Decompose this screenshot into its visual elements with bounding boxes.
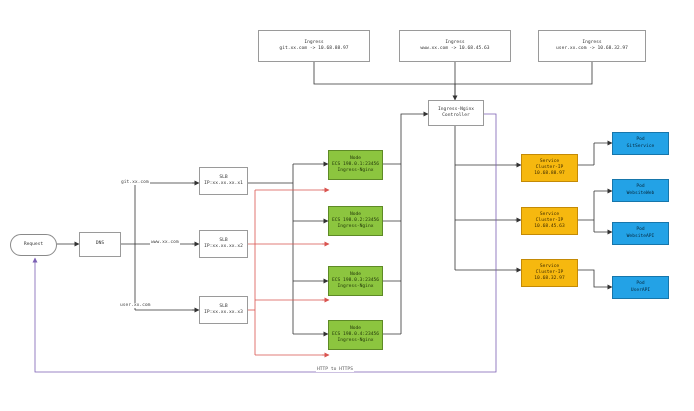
service-box: Service Cluster-IP 10.68.32.97 bbox=[521, 259, 578, 287]
ingress-rule-box: Ingress www.xx.com -> 10.68.45.63 bbox=[399, 30, 511, 62]
node-box: Node ECS 198.0.2:23456 Ingress-Nginx bbox=[328, 206, 383, 236]
node-ecs: ECS 198.0.2:23456 bbox=[331, 217, 380, 223]
slb-box: SLB IP:xx.xx.xx.x2 bbox=[199, 230, 248, 258]
node-ingress: Ingress-Nginx bbox=[337, 168, 374, 174]
node-title: Node bbox=[349, 211, 362, 217]
request-box: Request bbox=[10, 234, 57, 256]
service-box: Service Cluster-IP 10.68.88.97 bbox=[521, 154, 578, 182]
nodes-to-controller bbox=[383, 114, 428, 335]
service-title: Service bbox=[539, 263, 560, 269]
ingress-rule-box: Ingress user.xx.com -> 10.68.32.97 bbox=[538, 30, 646, 62]
request-label: Request bbox=[23, 241, 44, 247]
service-title: Service bbox=[539, 211, 560, 217]
service-type: Cluster-IP bbox=[535, 164, 564, 170]
service-type: Cluster-IP bbox=[535, 269, 564, 275]
domain-label-git: git.xx.com bbox=[120, 180, 150, 185]
slb-box: SLB IP:xx.xx.xx.x1 bbox=[199, 167, 248, 195]
service-box: Service Cluster-IP 10.68.45.63 bbox=[521, 207, 578, 235]
node-ingress: Ingress-Nginx bbox=[337, 224, 374, 230]
domain-label-www: www.xx.com bbox=[150, 240, 180, 245]
service-ip: 10.68.88.97 bbox=[534, 171, 565, 177]
controller-to-services bbox=[454, 126, 520, 271]
ingress-title: Ingress bbox=[445, 39, 465, 45]
slb-title: SLB bbox=[219, 237, 228, 243]
pod-box: Pod GitService bbox=[612, 132, 669, 155]
node-title: Node bbox=[349, 325, 362, 331]
ingress-rule: www.xx.com -> 10.68.45.63 bbox=[420, 46, 490, 51]
node-title: Node bbox=[349, 155, 362, 161]
pod-title: Pod bbox=[636, 137, 645, 143]
node-ecs: ECS 198.0.4:23456 bbox=[331, 331, 380, 337]
ingress-link-1 bbox=[313, 62, 458, 101]
pod-title: Pod bbox=[636, 184, 645, 190]
node-ecs: ECS 198.0.1:23456 bbox=[331, 161, 380, 167]
node-ingress: Ingress-Nginx bbox=[337, 338, 374, 344]
pod-app: WebsiteWeb bbox=[626, 190, 655, 196]
node-box: Node ECS 198.0.3:23456 Ingress-Nginx bbox=[328, 266, 383, 296]
node-title: Node bbox=[349, 271, 362, 277]
slb-to-nodes bbox=[248, 164, 294, 334]
slb-title: SLB bbox=[219, 303, 228, 309]
domain-label-user: user.xx.com bbox=[119, 303, 152, 308]
node-box: Node ECS 198.0.1:23456 Ingress-Nginx bbox=[328, 150, 383, 180]
service-type: Cluster-IP bbox=[535, 217, 564, 223]
slb-ip: IP:xx.xx.xx.x3 bbox=[204, 310, 243, 315]
slb2-red-links bbox=[248, 189, 328, 356]
controller-line2: Controller bbox=[442, 113, 470, 118]
pod-box: Pod WebsiteAPI bbox=[612, 222, 669, 245]
service-ip: 10.68.32.97 bbox=[534, 276, 565, 282]
ingress-rule: user.xx.com -> 10.68.32.97 bbox=[556, 46, 628, 51]
service-title: Service bbox=[539, 158, 560, 164]
slb-ip: IP:xx.xx.xx.x1 bbox=[204, 181, 243, 186]
ingress-title: Ingress bbox=[304, 39, 324, 45]
ingress-rule-box: Ingress git.xx.com -> 10.68.88.97 bbox=[258, 30, 370, 62]
pod-box: Pod UserAPI bbox=[612, 276, 669, 299]
slb-title: SLB bbox=[219, 174, 228, 180]
dns-box: DNS bbox=[79, 232, 121, 257]
pod-app: UserAPI bbox=[630, 287, 651, 293]
slb-ip: IP:xx.xx.xx.x2 bbox=[204, 244, 243, 249]
pod-box: Pod WebsiteWeb bbox=[612, 179, 669, 202]
slb-box: SLB IP:xx.xx.xx.x3 bbox=[199, 296, 248, 324]
dns-label: DNS bbox=[95, 241, 105, 247]
pod-title: Pod bbox=[636, 227, 645, 233]
ingress-title: Ingress bbox=[582, 39, 602, 45]
ingress-link-3 bbox=[455, 62, 593, 85]
ingress-rule: git.xx.com -> 10.68.88.97 bbox=[279, 46, 349, 51]
dns-to-slbs bbox=[121, 182, 198, 311]
pod-app: WebsiteAPI bbox=[626, 233, 655, 239]
node-ingress: Ingress-Nginx bbox=[337, 284, 374, 290]
pod-title: Pod bbox=[636, 281, 645, 287]
pod-app: GitService bbox=[626, 143, 655, 149]
services-to-pods bbox=[578, 143, 595, 166]
node-box: Node ECS 198.0.4:23456 Ingress-Nginx bbox=[328, 320, 383, 350]
response-label: HTTP to HTTPS bbox=[316, 367, 354, 372]
controller-line1: Ingress-Nginx bbox=[438, 106, 474, 112]
response-path bbox=[32, 113, 497, 373]
node-ecs: ECS 198.0.3:23456 bbox=[331, 277, 380, 283]
ingress-controller-box: Ingress-Nginx Controller bbox=[428, 100, 484, 126]
service-ip: 10.68.45.63 bbox=[534, 224, 565, 230]
